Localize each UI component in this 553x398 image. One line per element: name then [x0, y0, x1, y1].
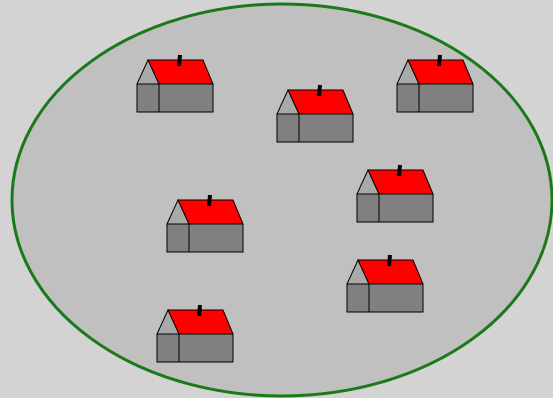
- house-5: [166, 194, 244, 253]
- house-roof: [167, 309, 234, 335]
- house-roof: [147, 59, 214, 85]
- house-chimney: [397, 164, 402, 177]
- house-roof: [357, 259, 424, 285]
- house-roof: [177, 199, 244, 225]
- house-side-wall: [276, 113, 300, 143]
- house-roof: [407, 59, 474, 85]
- house-roof: [367, 169, 434, 195]
- house-front-wall: [298, 113, 354, 143]
- house-6: [346, 254, 424, 313]
- house-front-wall: [378, 193, 434, 223]
- house-7: [156, 304, 234, 363]
- house-chimney: [317, 84, 322, 97]
- house-chimney: [197, 304, 202, 317]
- village-boundary-ellipse: [10, 2, 553, 398]
- house-side-wall: [166, 223, 190, 253]
- house-side-wall: [156, 333, 180, 363]
- house-2: [276, 84, 354, 143]
- house-chimney: [177, 54, 182, 67]
- house-3: [396, 54, 474, 113]
- house-chimney: [207, 194, 212, 207]
- house-chimney: [437, 54, 442, 67]
- house-front-wall: [418, 83, 474, 113]
- house-1: [136, 54, 214, 113]
- house-side-wall: [396, 83, 420, 113]
- house-front-wall: [188, 223, 244, 253]
- house-4: [356, 164, 434, 223]
- house-front-wall: [178, 333, 234, 363]
- house-side-wall: [356, 193, 380, 223]
- house-side-wall: [136, 83, 160, 113]
- house-front-wall: [368, 283, 424, 313]
- house-chimney: [387, 254, 392, 267]
- house-front-wall: [158, 83, 214, 113]
- house-side-wall: [346, 283, 370, 313]
- houses-group: [136, 54, 474, 363]
- house-roof: [287, 89, 354, 115]
